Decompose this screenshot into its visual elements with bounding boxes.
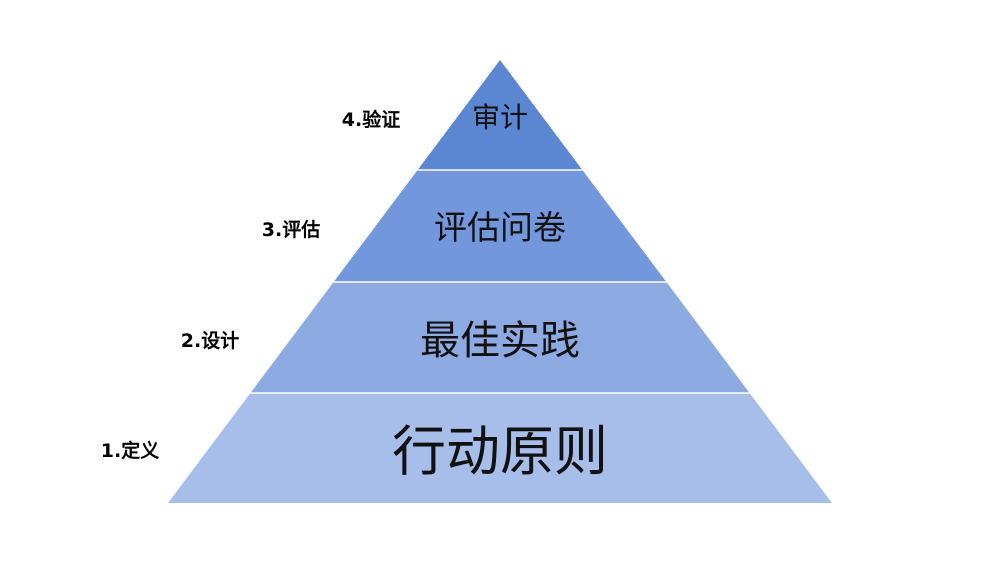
step-2-label: 2.设计 [181,330,239,352]
tier-1-band [168,393,832,503]
tier-2-band [250,282,750,393]
tier-3-label: 评估问卷 [434,208,566,247]
step-1-label: 1.定义 [101,439,159,462]
tier-3-band [333,170,667,282]
tier-4-band [417,60,583,170]
step-3-label: 3.评估 [262,218,320,241]
tier-4-label: 审计 [472,101,528,134]
tier-1-label: 行动原则 [392,420,608,483]
step-4-label: 4.验证 [342,108,400,131]
tier-2-label: 最佳实践 [420,318,580,364]
